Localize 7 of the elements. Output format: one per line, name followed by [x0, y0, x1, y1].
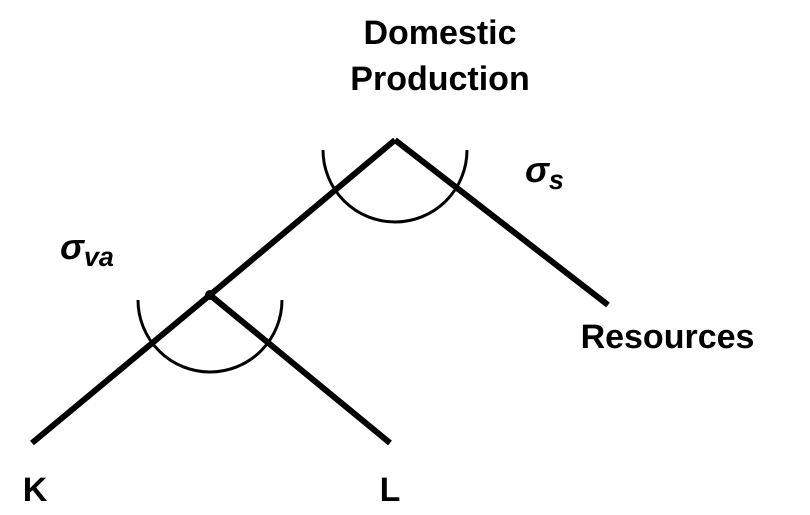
elasticity-label: σ$_{va}$: [60, 225, 114, 269]
node-label: Resources: [580, 317, 754, 358]
branch-line: [393, 138, 610, 308]
node-label: K: [22, 470, 48, 511]
node-label: L: [380, 470, 400, 511]
node-label: Domestic Production: [349, 13, 531, 100]
elasticity-label: σ$_{s}$: [525, 148, 564, 192]
